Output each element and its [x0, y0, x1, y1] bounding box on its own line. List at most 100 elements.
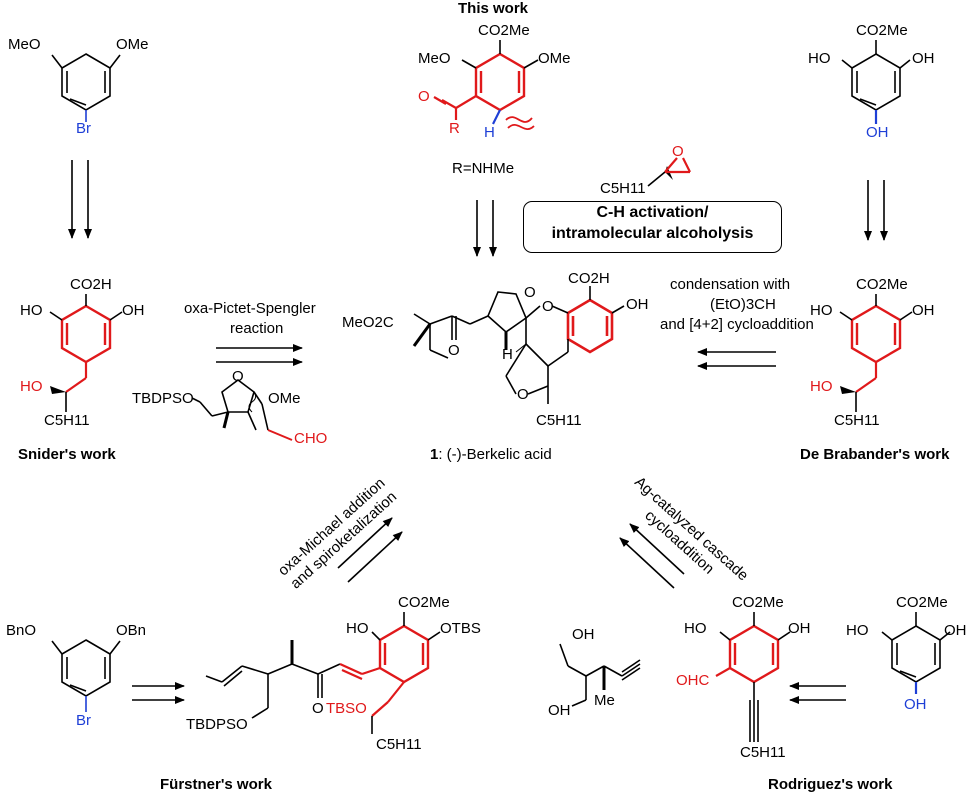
berkelic-acid-label: CO2H [568, 270, 610, 287]
this-work-r-definition: R=NHMe [452, 160, 515, 177]
this-work-h-label: H [484, 124, 495, 141]
rodriguez-ohc-label: OHC [676, 672, 710, 689]
furstner-tbdpso-label: TBDPSO [186, 716, 248, 733]
this-work-ester-label: CO2Me [478, 22, 530, 39]
snider-reagent-ome: OMe [268, 390, 301, 407]
epoxide [647, 157, 691, 187]
snider-reaction-line-1: oxa-Pictet-Spengler [184, 300, 316, 317]
rodriguez-start-arene [881, 612, 951, 694]
rodriguez-start-oh-label: OH [944, 622, 967, 639]
arrows-snider [216, 344, 303, 366]
page-title: This work [458, 0, 529, 17]
rodriguez-ester-label: CO2Me [732, 594, 784, 611]
epoxide-o-label: O [672, 143, 684, 160]
furstner-start-obn-label: OBn [116, 622, 147, 639]
snider-arene [49, 294, 123, 412]
arrows-furstner-start [132, 682, 185, 704]
box-line-1: C-H activation/ [596, 204, 709, 221]
rodriguez-start-oh-bottom-label: OH [904, 696, 927, 713]
debrabander-ho-red-label: HO [810, 378, 833, 395]
this-work-meo-label: MeO [418, 50, 451, 67]
snider-ho-red-label: HO [20, 378, 43, 395]
arrows-rodriguez-start [789, 682, 846, 704]
snider-caption: Snider's work [18, 446, 116, 463]
top-left-arene [51, 53, 121, 122]
furstner-intermediate [205, 612, 441, 734]
rodriguez-intermediate [715, 612, 791, 742]
snider-reagent [191, 379, 293, 441]
this-work-r-label: R [449, 120, 460, 137]
debrabander-reaction-line-3: and [4+2] cycloaddition [660, 316, 814, 333]
berkelic-ring-o1: O [524, 284, 536, 301]
rodriguez-me-label: Me [594, 692, 615, 709]
berkelic-ring-o3: O [517, 386, 529, 403]
snider-reagent-o: O [232, 368, 244, 385]
debrabander-oh-label: OH [912, 302, 935, 319]
berkelic-caption-text: : (-)-Berkelic acid [438, 446, 552, 463]
debrabander-reaction-line-2: (EtO)3CH [710, 296, 776, 313]
box-line-2: intramolecular alcoholysis [551, 225, 754, 242]
this-work-ome-label: OMe [538, 50, 571, 67]
furstner-start-arene [51, 639, 121, 712]
this-work-arene [433, 40, 539, 131]
berkelic-ketone-o: O [448, 342, 460, 359]
snider-acid-label: CO2H [70, 276, 112, 293]
furstner-start-br-label: Br [76, 712, 91, 729]
debrabander-ester-label: CO2Me [856, 276, 908, 293]
top-right-arene [841, 40, 911, 124]
epoxide-chain-label: C5H11 [600, 180, 646, 197]
arrows-top-left [68, 160, 92, 239]
furstner-ester-label: CO2Me [398, 594, 450, 611]
top-right-ho-label: HO [808, 50, 831, 67]
c-h-activation-box: C-H activation/ intramolecular alcoholys… [523, 201, 782, 253]
berkelic-caption: 1: (-)-Berkelic acid [430, 446, 552, 464]
debrabander-ho-label: HO [810, 302, 833, 319]
debrabander-arene [839, 294, 913, 412]
berkelic-h-label: H [502, 346, 513, 363]
furstner-caption: Fürstner's work [160, 776, 272, 793]
top-left-br-label: Br [76, 120, 91, 137]
berkelic-chain-label: C5H11 [536, 412, 582, 429]
arrows-top-right [864, 180, 888, 241]
top-right-ester-label: CO2Me [856, 22, 908, 39]
rodriguez-oh-label: OH [788, 620, 811, 637]
rodriguez-ho-label: HO [684, 620, 707, 637]
furstner-tbso-label: TBSO [326, 700, 367, 717]
arrows-rodriguez [619, 523, 685, 589]
furstner-ho-label: HO [346, 620, 369, 637]
furstner-start-bno-label: BnO [6, 622, 37, 639]
top-right-oh-label: OH [912, 50, 935, 67]
rodriguez-caption: Rodriguez's work [768, 776, 893, 793]
arrows-furstner [337, 517, 403, 583]
arrows-this-work [473, 200, 497, 257]
rodriguez-start-ester-label: CO2Me [896, 594, 948, 611]
furstner-otbs-label: OTBS [440, 620, 481, 637]
furstner-ketone-o-label: O [312, 700, 324, 717]
snider-reagent-cho: CHO [294, 430, 328, 447]
rodriguez-start-ho-label: HO [846, 622, 869, 639]
top-left-ome-label: OMe [116, 36, 149, 53]
rodriguez-oh-top-label: OH [572, 626, 595, 643]
debrabander-caption: De Brabander's work [800, 446, 950, 463]
snider-reagent-tbdpso: TBDPSO [132, 390, 194, 407]
snider-chain-label: C5H11 [44, 412, 90, 429]
furstner-chain-label: C5H11 [376, 736, 422, 753]
berkelic-ester-label: MeO2C [342, 314, 394, 331]
this-work-o-label: O [418, 88, 430, 105]
arrows-debrabander [697, 348, 776, 370]
rodriguez-diol [559, 643, 641, 707]
debrabander-reaction-line-1: condensation with [670, 276, 791, 293]
snider-reaction-line-2: reaction [230, 320, 284, 337]
berkelic-acid-structure [412, 286, 625, 404]
debrabander-chain-label: C5H11 [834, 412, 880, 429]
berkelic-oh-label: OH [626, 296, 649, 313]
berkelic-caption-number: 1 [430, 446, 439, 463]
rodriguez-chain-label: C5H11 [740, 744, 786, 761]
top-left-meo-label: MeO [8, 36, 41, 53]
top-right-oh-bottom-label: OH [866, 124, 889, 141]
berkelic-ring-o2: O [542, 298, 554, 315]
snider-ho-label: HO [20, 302, 43, 319]
snider-oh-label: OH [122, 302, 145, 319]
rodriguez-oh-left-label: OH [548, 702, 571, 719]
